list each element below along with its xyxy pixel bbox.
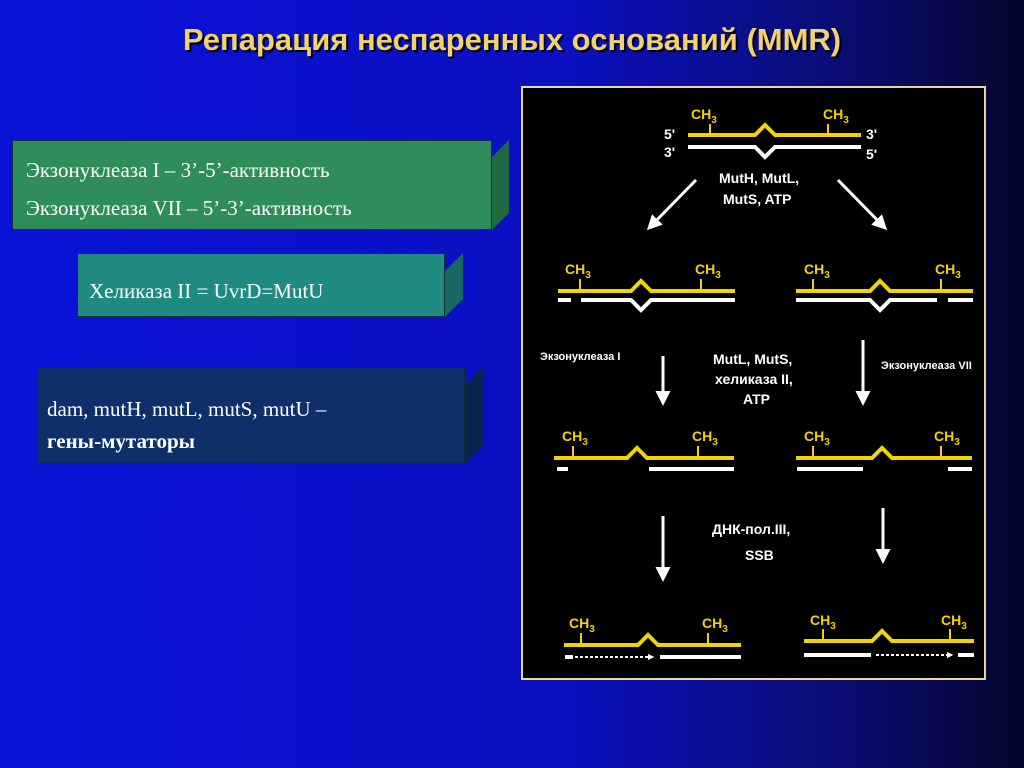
top-duplex: CH3 CH3 5' 3' 3' 5' xyxy=(664,106,877,162)
ch3-label: CH3 xyxy=(562,428,588,448)
box-side xyxy=(445,253,463,317)
row4-left-duplex: CH3 CH3 xyxy=(564,615,741,661)
ch3-label: CH3 xyxy=(823,106,849,126)
parent-strand xyxy=(688,122,861,137)
ch3-label: CH3 xyxy=(692,428,718,448)
helicase-text: Хеликаза II = UvrD=MutU xyxy=(89,279,324,303)
daughter-strand xyxy=(688,145,861,160)
exonuclease-i-text: Экзонуклеаза I – 3’-5’-активность xyxy=(26,158,330,182)
parent-strand xyxy=(796,278,973,293)
step3-label: SSB xyxy=(745,547,774,563)
row4-right-duplex: CH3 CH3 xyxy=(804,612,974,659)
box-side xyxy=(492,140,509,230)
box-front xyxy=(12,140,492,230)
mutator-genes-box: dam, mutH, mutL, mutS, mutU – гены-мутат… xyxy=(37,367,483,464)
ch3-label: CH3 xyxy=(569,615,595,635)
ch3-label: CH3 xyxy=(804,428,830,448)
box-front xyxy=(77,253,445,317)
ch3-label: CH3 xyxy=(691,106,717,126)
step1-label: MutH, MutL, xyxy=(719,170,799,186)
exonuclease-vii-text: Экзонуклеаза VII – 5’-3’-активность xyxy=(26,196,352,220)
parent-strand xyxy=(554,445,734,460)
row3-right-duplex: CH3 CH3 xyxy=(796,428,972,471)
row2-right-duplex: CH3 CH3 xyxy=(796,261,973,313)
genes-list-text: dam, mutH, mutL, mutS, mutU – xyxy=(47,397,327,421)
ch3-label: CH3 xyxy=(804,261,830,281)
row3-left-duplex: CH3 CH3 xyxy=(554,428,734,471)
page-title: Репарация неспаренных оснований (MMR) xyxy=(182,22,842,57)
mutator-genes-label: гены-мутаторы xyxy=(47,429,196,453)
ch3-label: CH3 xyxy=(935,261,961,281)
end-label: 3' xyxy=(664,144,675,160)
exonuclease-info-box: Экзонуклеаза I – 3’-5’-активность Экзону… xyxy=(12,140,509,230)
ch3-label: CH3 xyxy=(565,261,591,281)
box-side xyxy=(465,367,483,464)
ch3-label: CH3 xyxy=(810,612,836,632)
daughter-strand xyxy=(581,298,735,313)
step2-label: ATP xyxy=(743,391,770,407)
ch3-label: CH3 xyxy=(934,428,960,448)
step2-label: MutL, MutS, xyxy=(713,351,792,367)
parent-strand xyxy=(564,632,741,647)
mmr-diagram: CH3 CH3 5' 3' 3' 5' MutH, MutL, MutS, AT… xyxy=(521,86,986,680)
parent-strand xyxy=(796,445,972,460)
end-label: 3' xyxy=(866,126,877,142)
exonuclease-i-label: Экзонуклеаза I xyxy=(540,351,620,363)
step3-label: ДНК-пол.III, xyxy=(712,521,790,537)
daughter-strand xyxy=(796,298,937,313)
helicase-info-box: Хеликаза II = UvrD=MutU xyxy=(77,253,463,317)
end-label: 5' xyxy=(664,126,675,142)
arrow-left xyxy=(646,178,698,231)
parent-strand xyxy=(804,628,974,643)
step2-label: хеликаза II, xyxy=(715,371,793,387)
mmr-diagram-svg: CH3 CH3 5' 3' 3' 5' MutH, MutL, MutS, AT… xyxy=(540,106,974,661)
box-front xyxy=(37,367,465,464)
parent-strand xyxy=(558,278,735,293)
ch3-label: CH3 xyxy=(941,612,967,632)
ch3-label: CH3 xyxy=(695,261,721,281)
arrow-right xyxy=(836,178,888,231)
step1-label: MutS, ATP xyxy=(723,191,791,207)
end-label: 5' xyxy=(866,146,877,162)
row2-left-duplex: CH3 CH3 xyxy=(558,261,735,313)
exonuclease-vii-label: Экзонуклеаза VII xyxy=(881,360,972,372)
ch3-label: CH3 xyxy=(702,615,728,635)
